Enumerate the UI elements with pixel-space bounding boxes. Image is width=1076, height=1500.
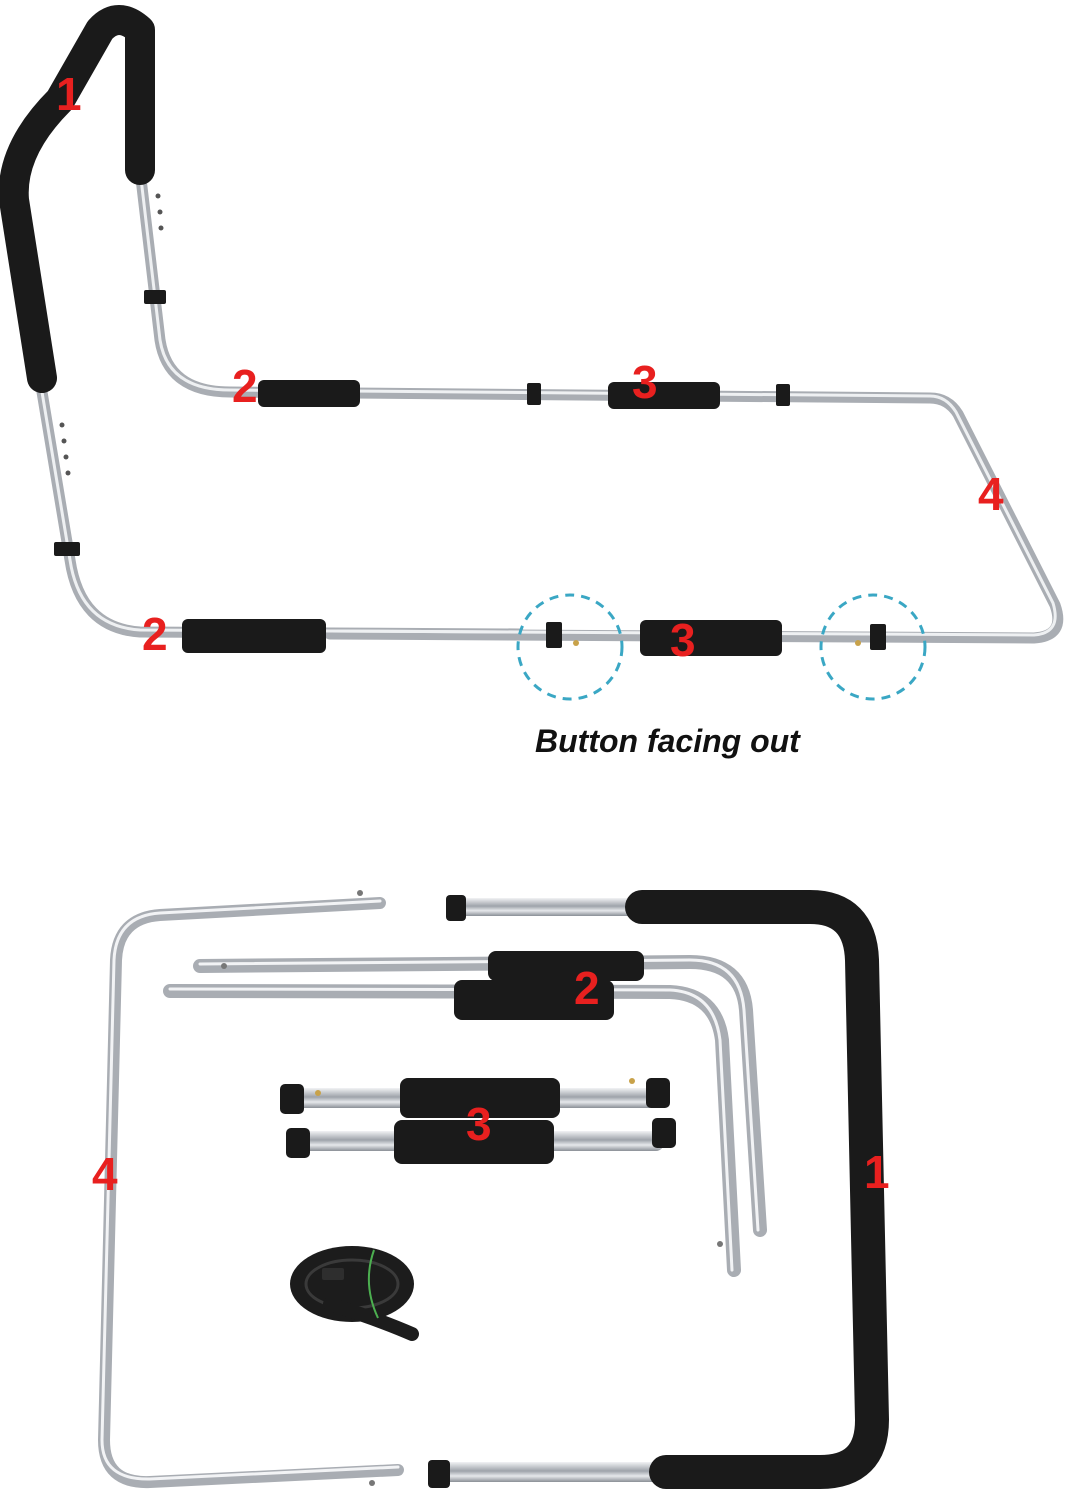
disassembled-parts: 2 3 4 1 [92,890,890,1489]
collar [527,383,541,405]
collar [870,624,886,650]
foam-sleeve-lower-mid [640,620,782,656]
push-button [855,640,861,646]
part-label-3: 3 [466,1098,492,1150]
assembled-chrome-frame [34,164,1064,644]
assembled-rail: 1 2 3 2 3 4 Button facing out [0,5,1064,759]
button-callout-circle-right [819,593,927,701]
button-caption: Button facing out [535,723,801,759]
part-label-4: 4 [978,468,1004,520]
part-1-handle [428,890,889,1489]
part-label-1: 1 [864,1146,890,1198]
collar [546,622,562,648]
part-label-2: 2 [232,360,258,412]
collar [144,290,166,304]
part-label-2: 2 [574,962,600,1014]
part-label-2: 2 [142,608,168,660]
button-callout-circle-left [516,593,624,701]
part-label-1: 1 [56,68,82,120]
foam-sleeve-upper-left [258,380,360,407]
part-4-chrome-frame [98,890,404,1489]
foam-sleeve-lower-left [182,619,326,653]
push-button [573,640,579,646]
collar [776,384,790,406]
part-label-3: 3 [670,614,696,666]
assembled-chrome-highlight [38,168,1057,637]
collar [54,542,80,556]
adjustment-holes [59,193,164,476]
part-3-straight-bars [280,1078,676,1164]
part-2-l-bars [163,951,767,1277]
grip-foam-handle [0,5,155,393]
part-label-4: 4 [92,1148,118,1200]
coiled-strap [290,1246,419,1341]
foam-sleeve-upper-mid [608,382,720,409]
part-label-3: 3 [632,356,658,408]
